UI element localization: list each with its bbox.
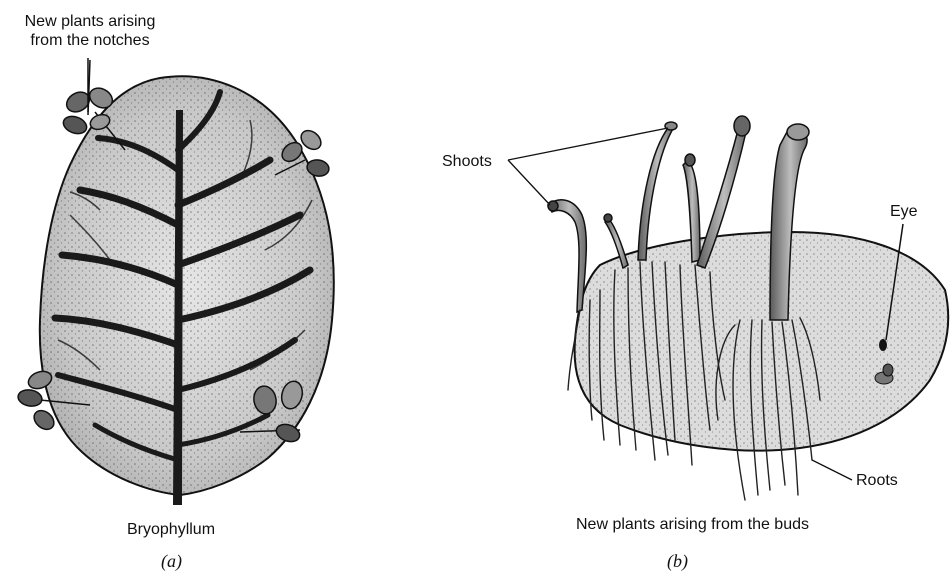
- caption-a: (a): [161, 551, 182, 572]
- label-shoots: Shoots: [442, 152, 492, 171]
- label-roots: Roots: [856, 471, 898, 490]
- shoot-1: [548, 200, 586, 312]
- label-new-plants-notches-line2: from the notches: [10, 31, 170, 50]
- label-eye: Eye: [890, 202, 918, 221]
- label-new-plants-buds: New plants arising from the buds: [576, 515, 809, 534]
- label-new-plants-notches: New plants arising from the notches: [10, 12, 170, 50]
- label-bryophyllum: Bryophyllum: [127, 520, 215, 539]
- label-new-plants-notches-line1: New plants arising: [10, 12, 170, 31]
- pointer-lines-shoots: [508, 128, 668, 205]
- shoot-3: [638, 127, 674, 260]
- pointer-line-roots: [812, 460, 852, 480]
- bryophyllum-leaf: [17, 58, 334, 505]
- caption-b: (b): [667, 551, 688, 572]
